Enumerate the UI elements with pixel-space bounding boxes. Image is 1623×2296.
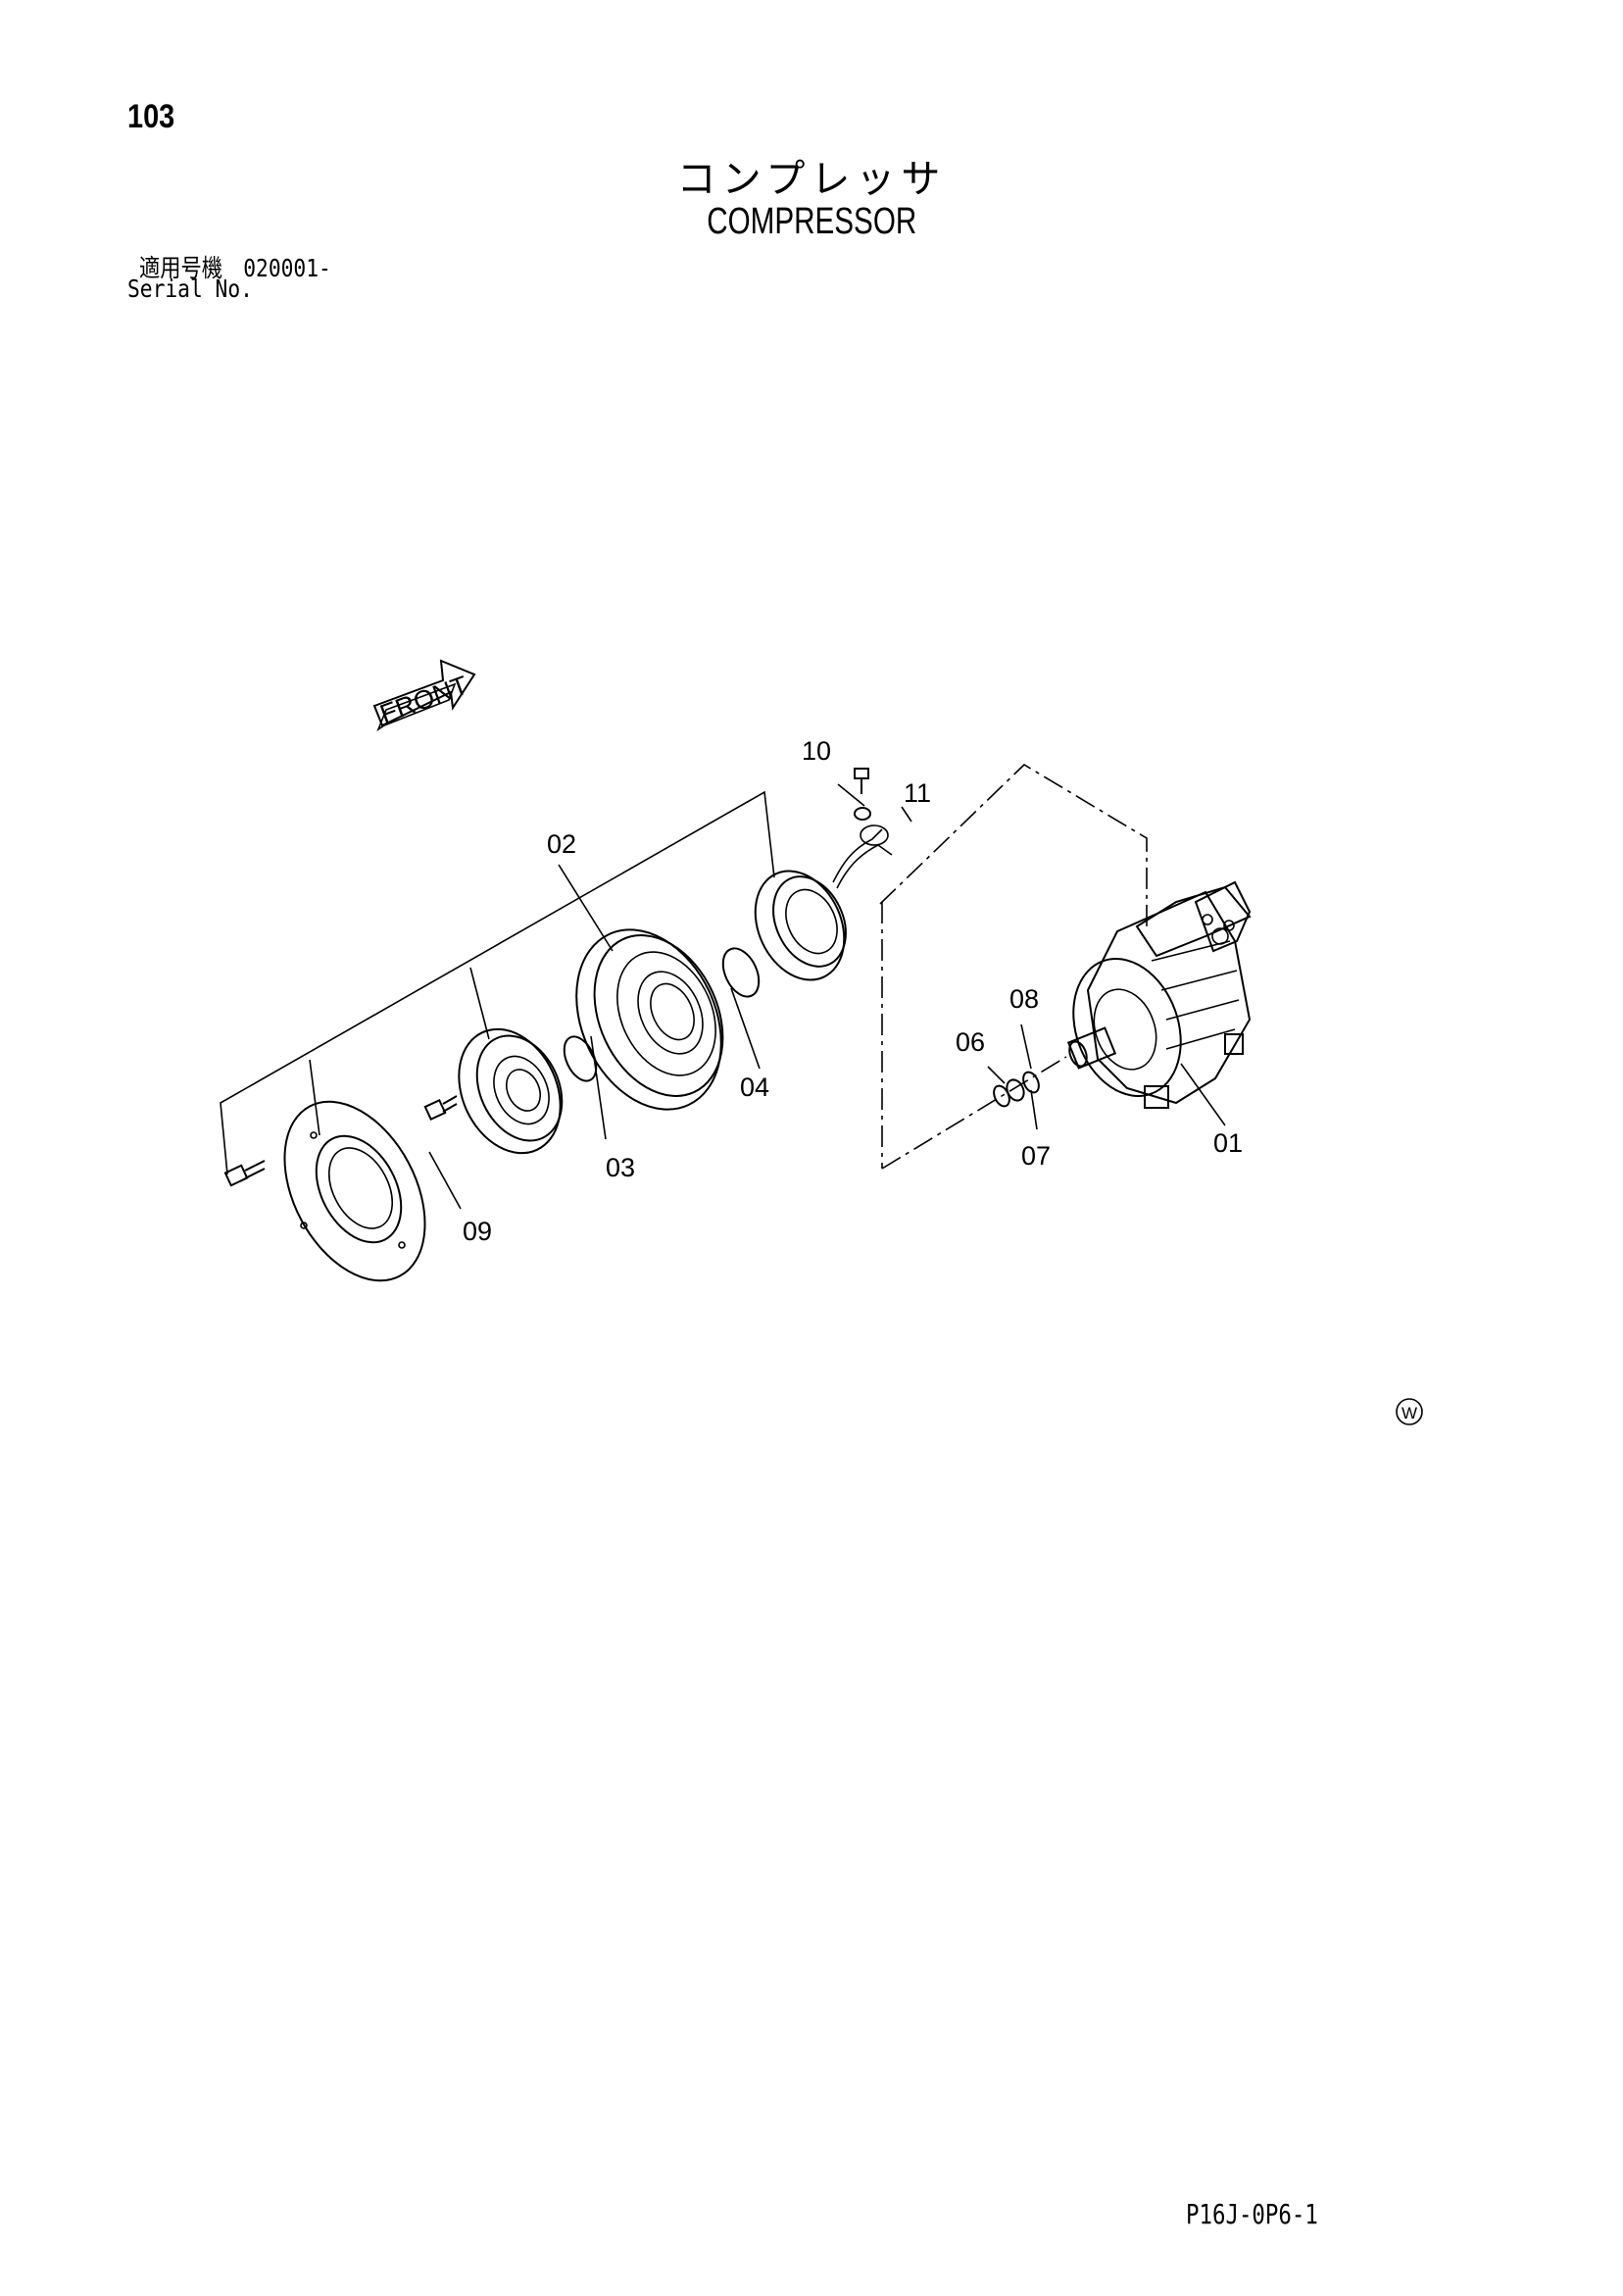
sheet-code: P16J-0P6-1 (1186, 2198, 1318, 2230)
bolt-left (223, 1160, 266, 1187)
field-coil (754, 828, 893, 981)
assembly-centerline (879, 763, 1148, 926)
bolt-09 (423, 1095, 458, 1122)
front-label: FRONT (376, 671, 472, 729)
callout-03: 03 (606, 1153, 635, 1182)
leader-lines (220, 783, 1226, 1210)
screw-10 (854, 768, 869, 794)
serial-label-english: Serial No. (127, 275, 253, 303)
washers (993, 1071, 1040, 1108)
callout-02: 02 (547, 829, 576, 859)
callout-07: 07 (1021, 1141, 1051, 1171)
page-title-japanese: コンプレッサ (676, 157, 947, 202)
clamp-11 (854, 807, 889, 846)
callout-11: 11 (904, 778, 931, 808)
shim-ring (563, 1035, 598, 1082)
page-title-english: COMPRESSOR (0, 201, 1623, 243)
front-arrow-icon: FRONT (372, 659, 476, 732)
svg-text:W: W (1402, 1404, 1417, 1423)
serial-label-japanese: 適用号機 020001- (139, 254, 331, 282)
callout-09: 09 (463, 1217, 492, 1246)
front-plate (283, 1100, 426, 1282)
callout-06: 06 (956, 1027, 985, 1057)
callout-01: 01 (1213, 1128, 1243, 1158)
callout-04: 04 (740, 1073, 769, 1102)
callout-10: 10 (802, 736, 831, 766)
clutch-hub (458, 1027, 564, 1155)
circled-w-mark: W (1396, 1398, 1423, 1425)
page-title-english-text: COMPRESSOR (706, 201, 917, 242)
pulley (575, 928, 724, 1111)
page-number: 103 (127, 98, 175, 135)
compressor-body (1066, 880, 1252, 1109)
callout-08: 08 (1009, 984, 1039, 1014)
snap-ring (721, 947, 761, 998)
